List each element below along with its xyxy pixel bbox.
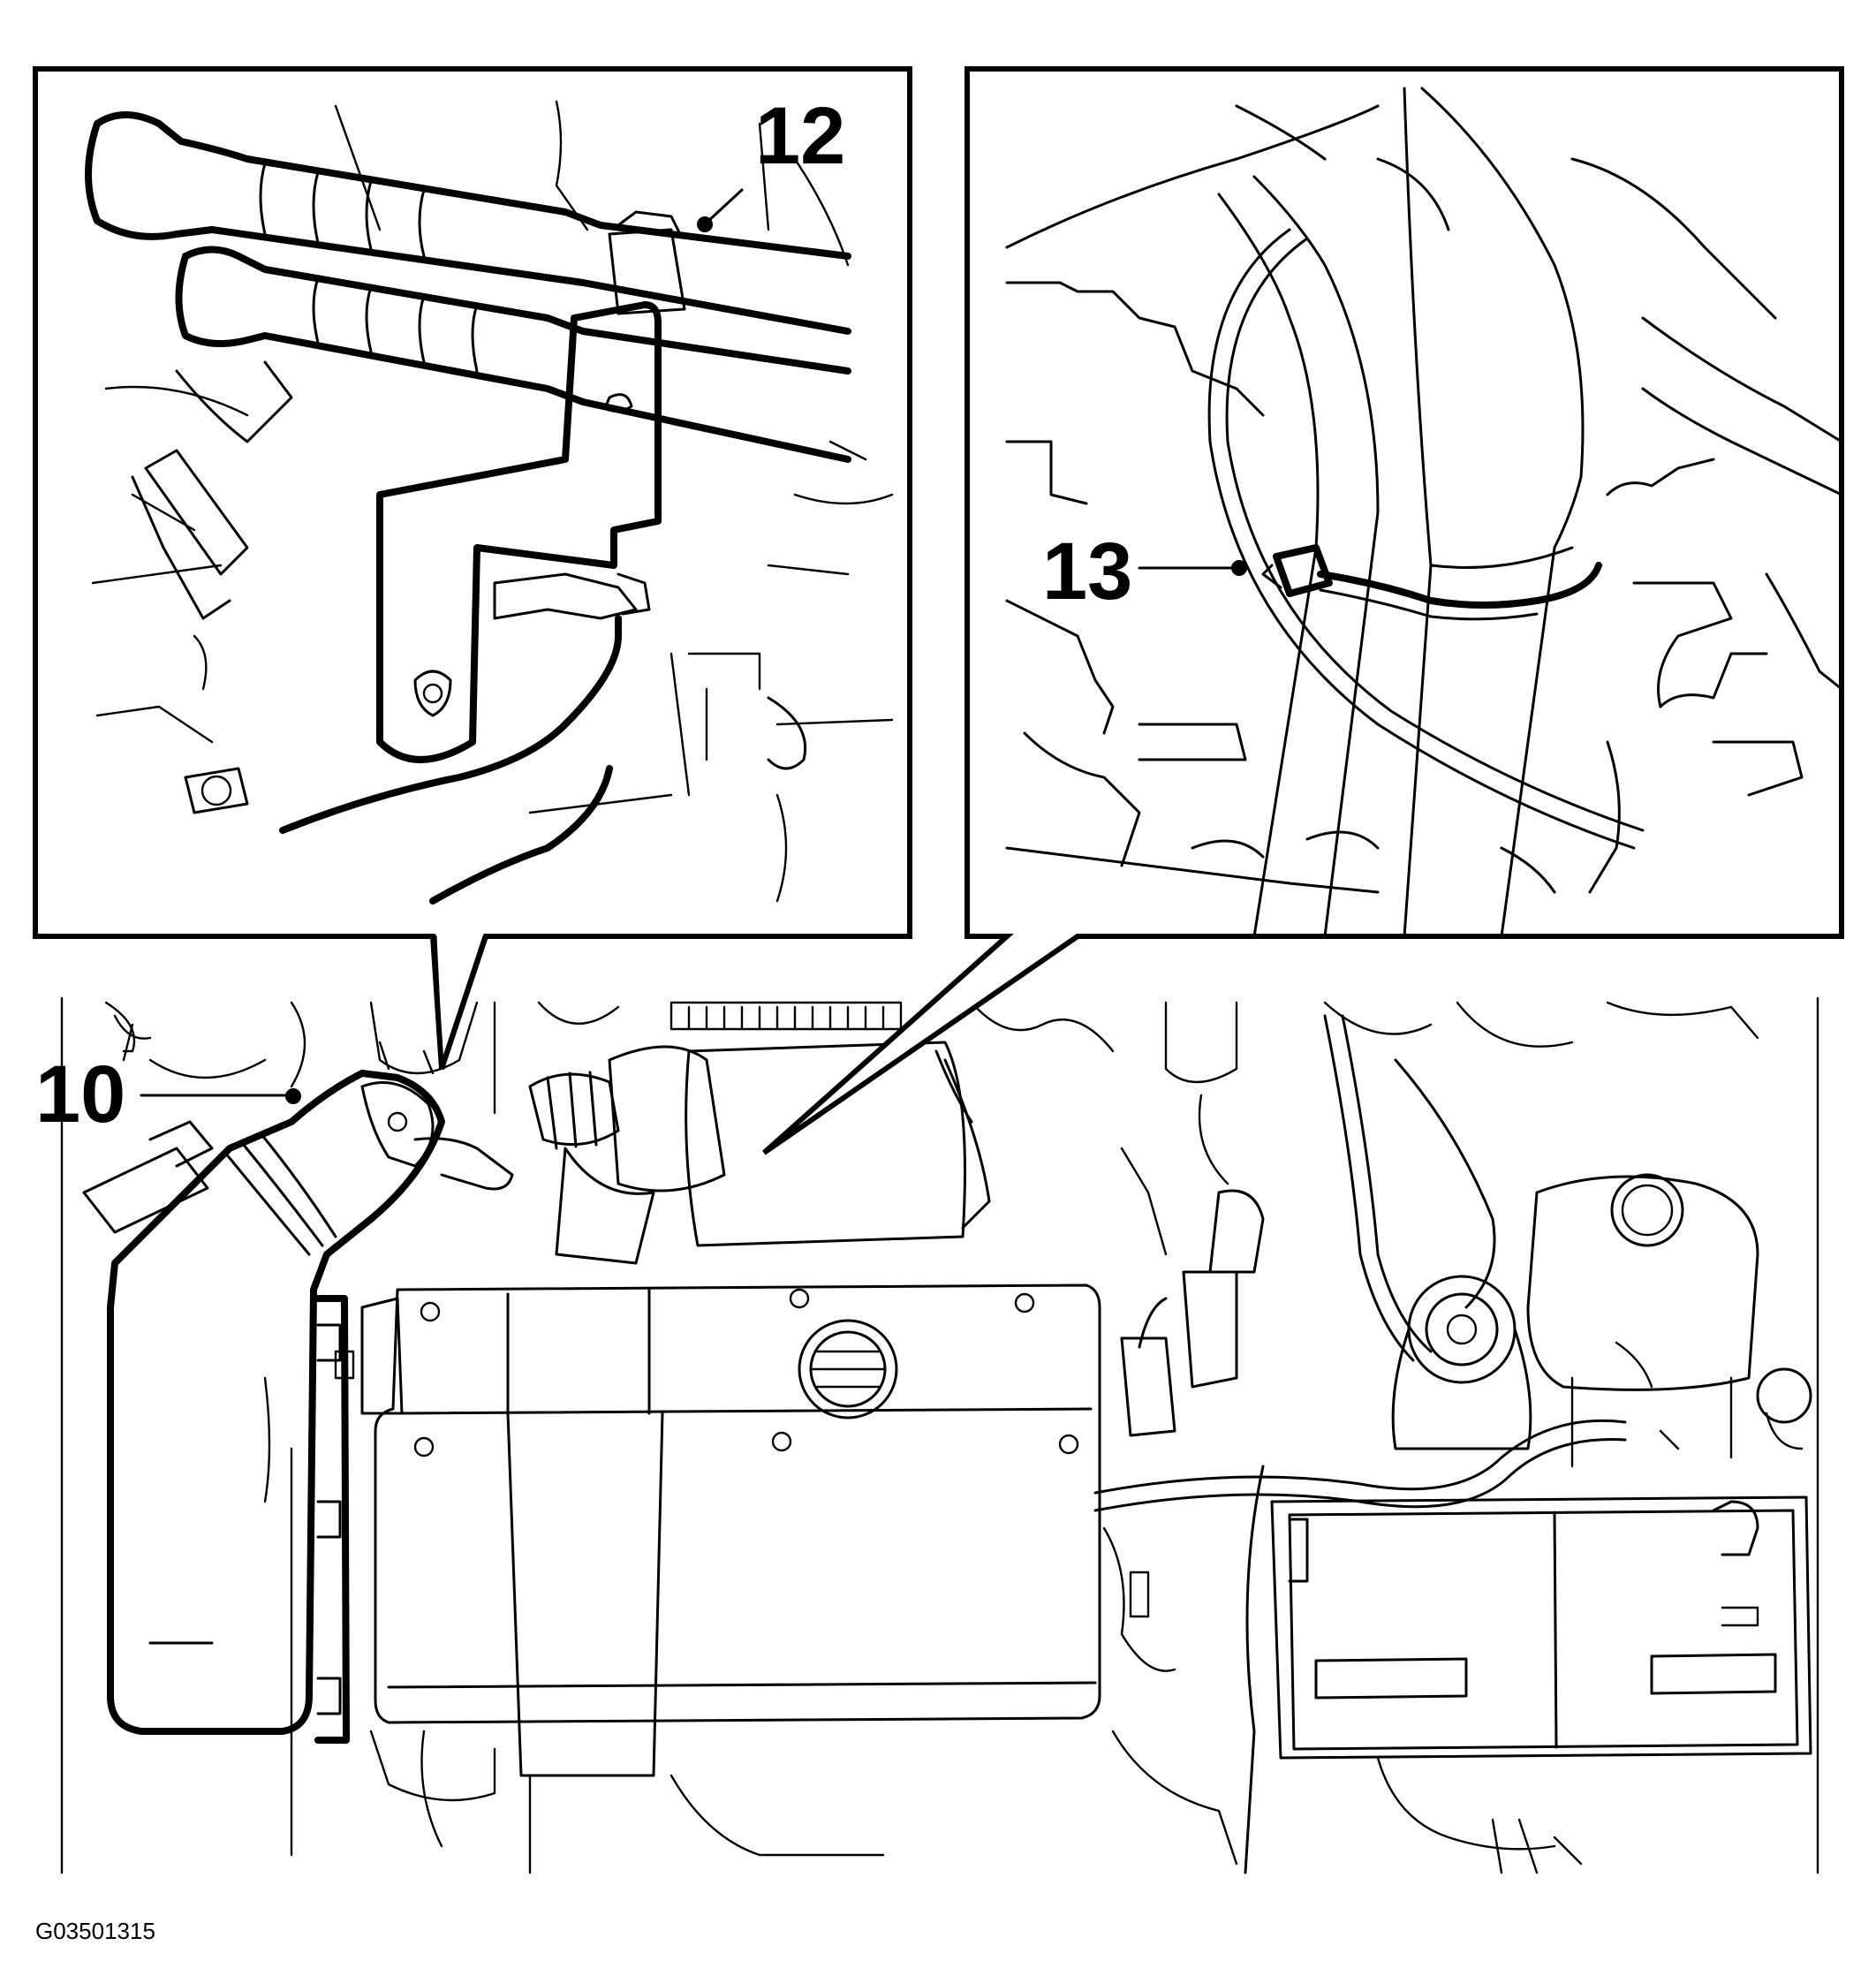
engine-bay-overview — [60, 996, 1819, 1874]
detail-inset-hose-bracket — [33, 66, 912, 1070]
callout-10-label: 10 — [35, 1049, 125, 1139]
callout-12-label: 12 — [755, 91, 845, 181]
figure-id: G03501315 — [35, 1918, 155, 1944]
intake-hose-highlight — [107, 1070, 514, 1744]
callout-12: 12 — [697, 91, 845, 232]
callout-13: 13 — [1042, 526, 1247, 617]
callout-10: 10 — [35, 1049, 301, 1139]
detail-inset-hose-clamp — [762, 66, 1844, 1155]
callout-13-label: 13 — [1042, 526, 1132, 617]
